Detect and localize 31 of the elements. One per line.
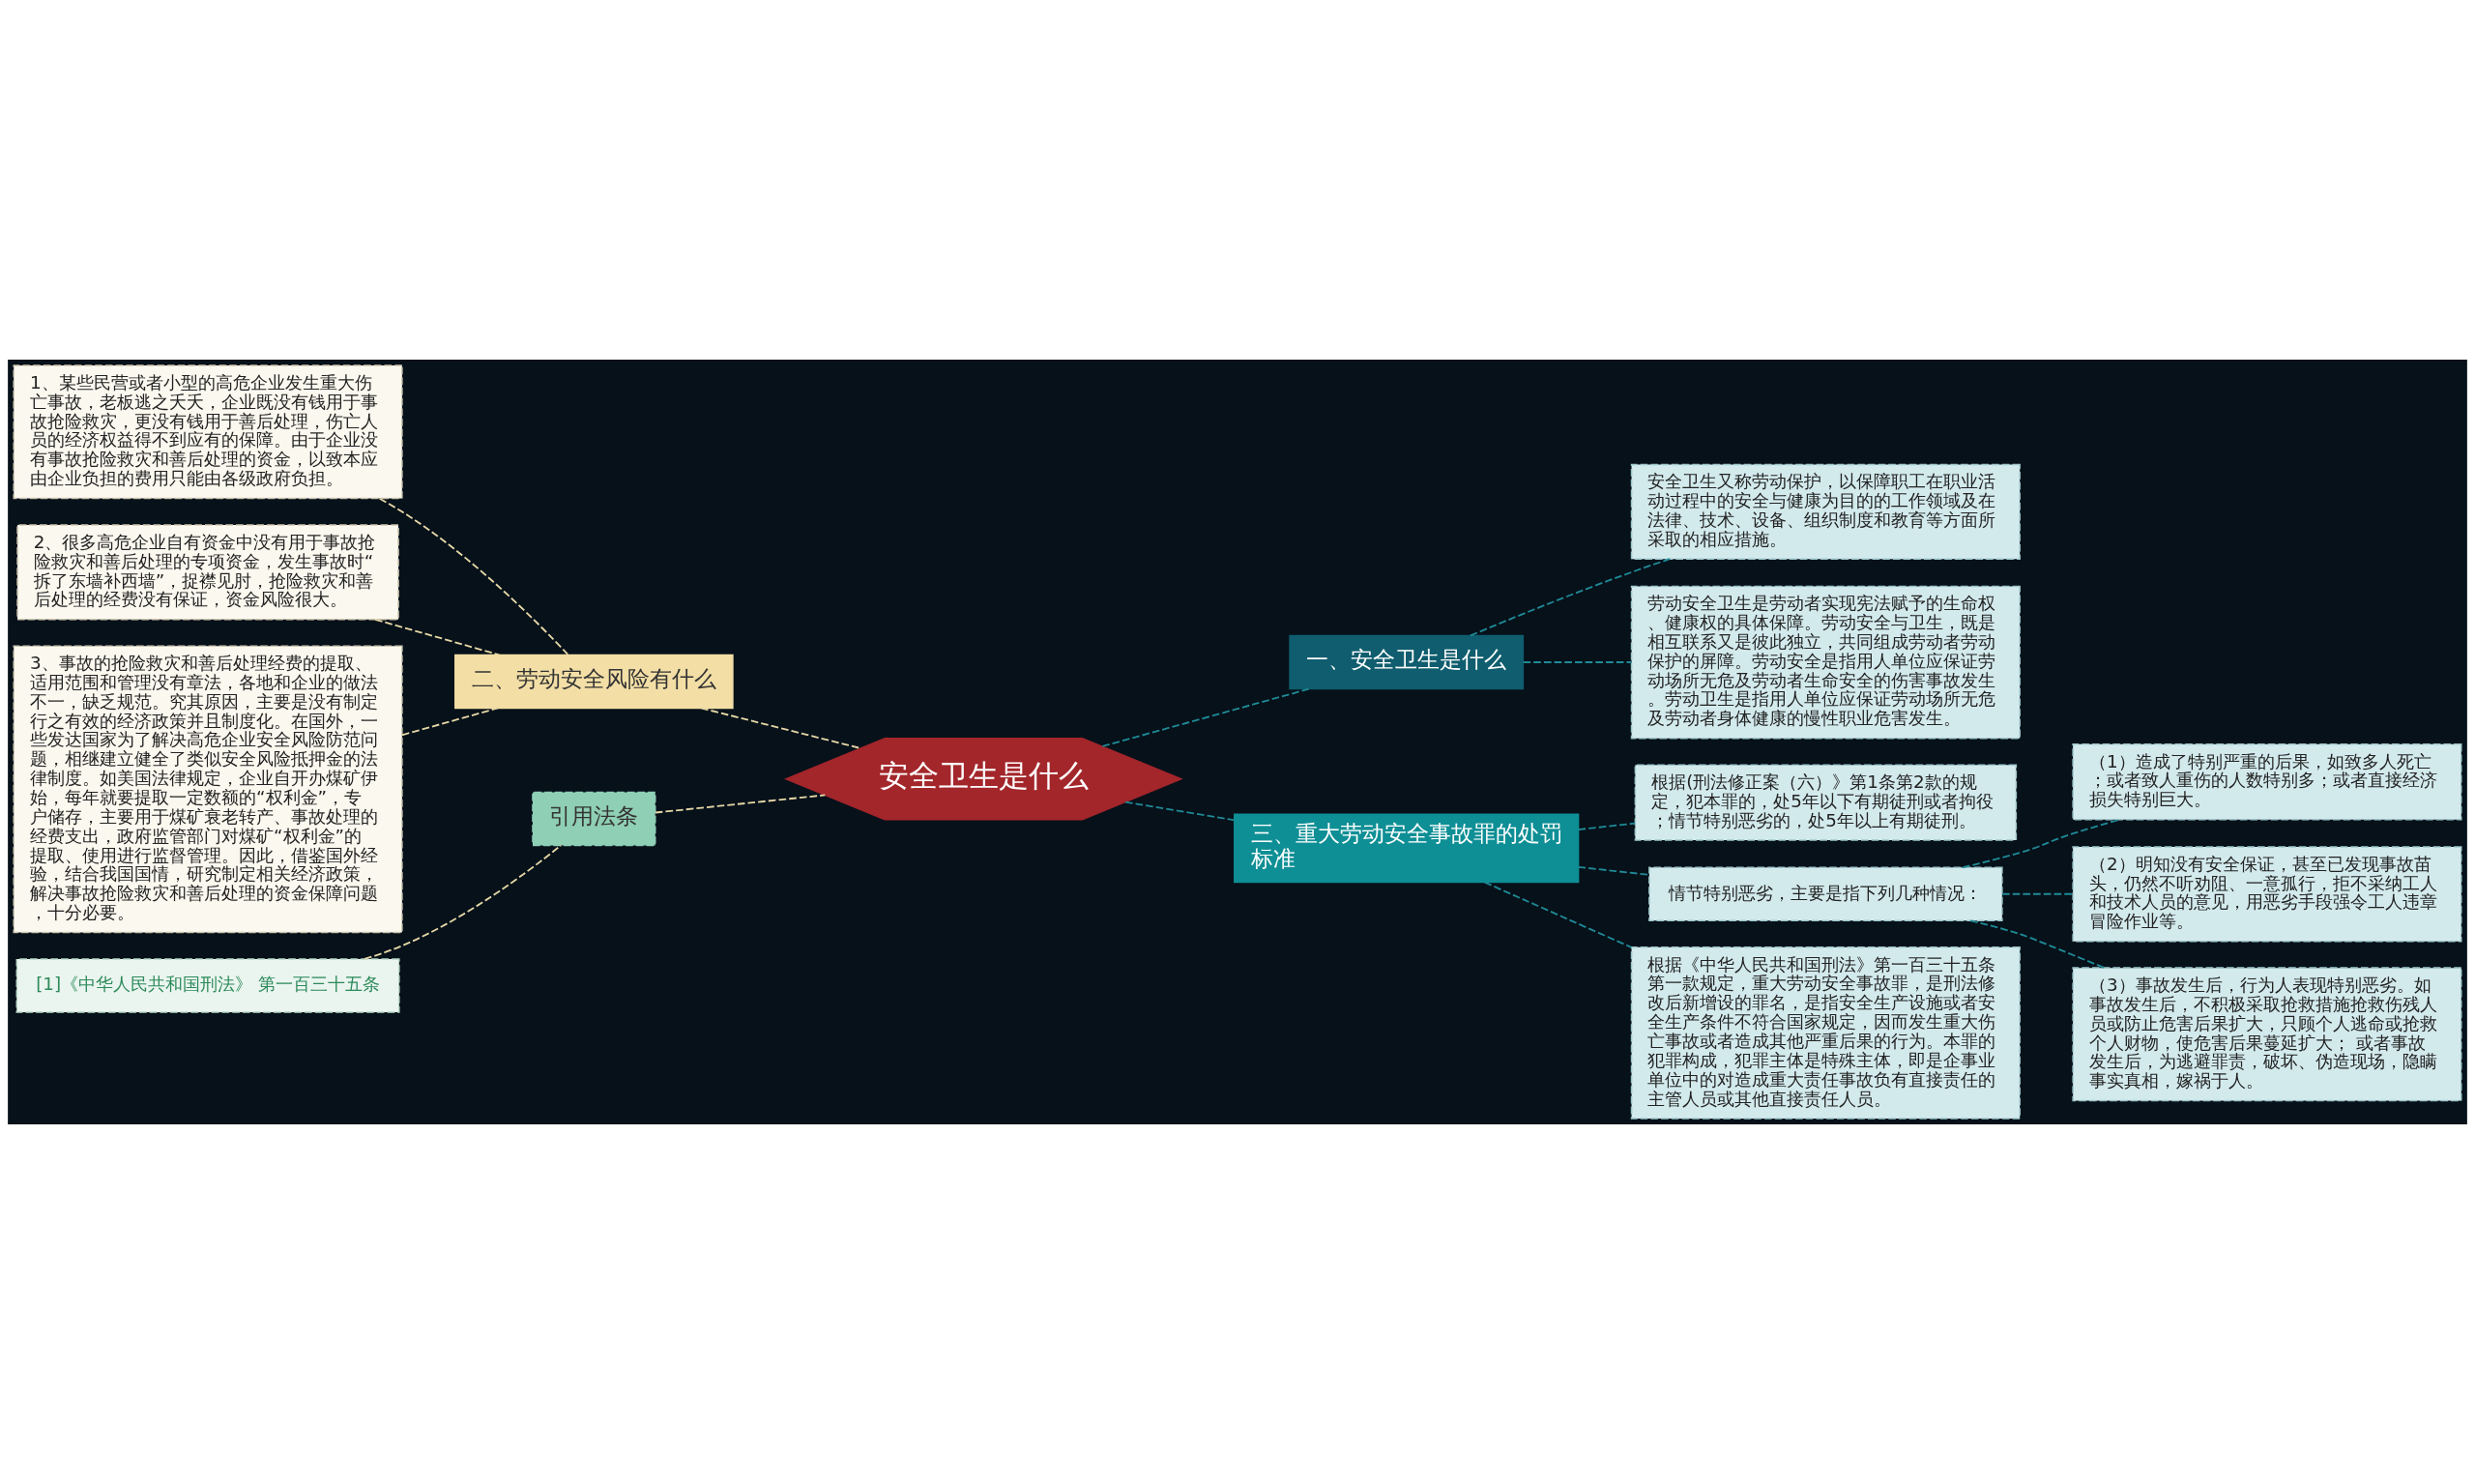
connector: [1577, 865, 1650, 876]
node-box: 情节特别恶劣，主要是指下列几种情况：: [1648, 866, 2003, 922]
connector: [1522, 661, 1633, 663]
connector: [1577, 822, 1636, 830]
connector: [364, 844, 563, 960]
connector: [1101, 687, 1310, 747]
node-box: 根据(刑法修正案（六）》第1条第2款的规定，犯本罪的，处5年以下有期徒刑或者拘役；情节特别恶劣的，处5年以上有期徒刑。: [1634, 764, 2018, 841]
node-box: 根据《中华人民共和国刑法》第一百三十五条第一款规定，重大劳动安全事故罪，是刑法修改后新增设的罪名，是指安全生产设施或者安全生产条件不符合国家规定，因而发生重大伤亡事故或者造成其他严重后果的行为。本罪的犯罪构成，犯罪主体是特殊主体，即是企事业单位中的对造成重大责任事故负有直接责任的主管人员或其他直接责任人员。: [1630, 946, 2021, 1120]
connector: [700, 707, 861, 749]
connector: [655, 794, 827, 814]
node-box: 安全卫生又称劳动保护，以保障职工在职业活动过程中的安全与健康为目的的工作领域及在法律、技术、设备、组织制度和教育等方面所采取的相应措施。: [1630, 463, 2021, 560]
node-box: 2、很多高危企业自有资金中没有用于事故抢险救灾和善后处理的专项资金，发生事故时“拆了东墙补西墙”，捉襟见肘，抢险救灾和善后处理的经费没有保证，资金风险很大。: [16, 524, 399, 621]
connector: [1124, 800, 1236, 822]
connector: [400, 707, 499, 737]
connector: [1470, 558, 1672, 637]
node-box: （1）造成了特别严重的后果，如致多人死亡；或者致人重伤的人数特别多；或者直接经济损失特别巨大。: [2072, 743, 2462, 821]
node-box: 1、某些民营或者小型的高危企业发生重大伤亡事故，老板逃之夭夭，企业既没有钱用于事故抢险救灾，更没有钱用于善后处理，伤亡人员的经济权益得不到应有的保障。由于企业没有事故抢险救灾和善后处理的资金，以致本应由企业负担的费用只能由各级政府负担。: [13, 364, 403, 500]
node-box: （2）明知没有安全保证，甚至已发现事故苗头，仍然不听劝阻、一意孤行，拒不采纳工人和技术人员的意见，用恶劣手段强令工人违章冒险作业等。: [2072, 846, 2462, 943]
node-box: 三、重大劳动安全事故罪的处罚标准: [1234, 813, 1580, 884]
node-box: 引用法条: [532, 791, 656, 847]
node-box: 一、安全卫生是什么: [1289, 634, 1525, 690]
node-box: 二、劳动安全风险有什么: [454, 654, 734, 710]
node-box: （3）事故发生后，行为人表现特别恶劣。如事故发生后，不积极采取抢救措施抢救伤残人员或防止危害后果扩大，只顾个人逃命或抢救个人财物，使危害后果蔓延扩大； 或者事故发生后，为逃避罪责，破坏、伪造现场，隐瞒事实真相，嫁祸于人。: [2072, 967, 2462, 1102]
connector: [1969, 919, 2106, 969]
node-box: 3、事故的抢险救灾和善后处理经费的提取、适用范围和管理没有章法，各地和企业的做法不一，缺乏规范。究其原因，主要是没有制定行之有效的经济政策并且制度化。在国外，一些发达国家为了解决高危企业安全风险防范问题，相继建立健全了类似安全风险抵押金的法律制度。如美国法律规定，企业自开办煤矿伊始，每年就要提取一定数额的“权利金”，专户储存，主要用于煤矿衰老转产、事故处理的经费支出，政府监管部门对煤矿“权利金”的提取、使用进行监督管理。因此，借鉴国外经验，结合我国国情，研究制定相关经济政策，解决事故抢险救灾和善后处理的资金保障问题，十分必要。: [13, 645, 403, 934]
node-box: [1]《中华人民共和国刑法》 第一百三十五条: [15, 958, 400, 1013]
connector: [378, 497, 569, 656]
connector: [374, 618, 501, 656]
connector: [1483, 881, 1633, 948]
node-box: 劳动安全卫生是劳动者实现宪法赋予的生命权、健康权的具体保障。劳动安全与卫生，既是相互联系又是彼此独立，共同组成劳动者劳动保护的屏障。劳动安全是指用人单位应保证劳动场所无危及劳动者生命安全的伤害事故发生。劳动卫生是指用人单位应保证劳动场所无危及劳动者身体健康的慢性职业危害发生。: [1630, 585, 2021, 740]
connector: [2001, 892, 2074, 895]
